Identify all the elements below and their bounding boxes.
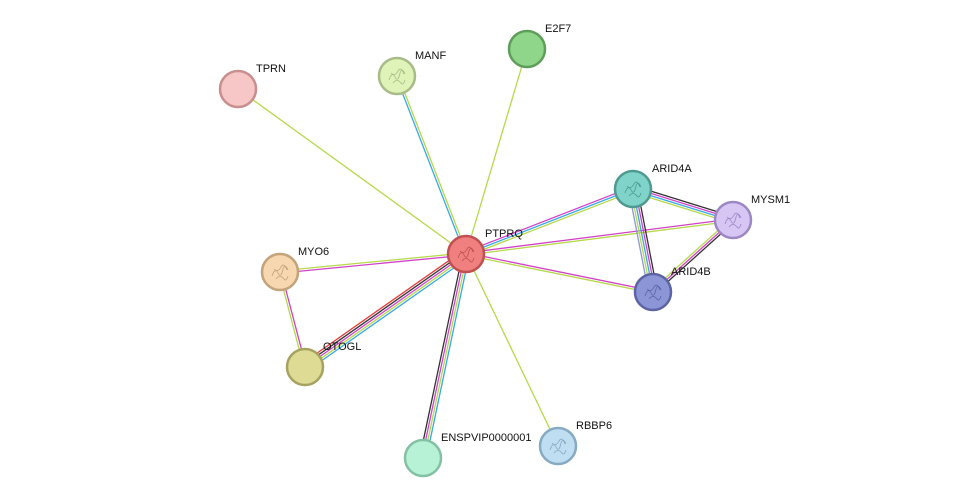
node-arid4a[interactable]: ARID4A — [613, 163, 692, 209]
node-e2f7[interactable]: E2F7 — [507, 23, 571, 69]
edge-ptprq-otogl[interactable] — [302, 249, 469, 372]
node-label: OTOGL — [323, 341, 361, 353]
node-label: ARID4A — [652, 163, 692, 175]
node-tprn[interactable]: TPRN — [218, 63, 286, 109]
node-myo6[interactable]: MYO6 — [260, 246, 329, 292]
edge-evidence-line — [465, 254, 653, 294]
node-label: ARID4B — [671, 266, 711, 278]
node-circle[interactable] — [713, 200, 753, 240]
protein-structure-icon — [271, 264, 289, 281]
node-label: MANF — [415, 50, 446, 62]
node-circle[interactable] — [218, 69, 258, 109]
edge-evidence-line — [395, 76, 466, 255]
edge-ptprq-manf[interactable] — [395, 75, 468, 255]
edges-layer — [237, 48, 735, 459]
edge-evidence-line — [465, 48, 528, 255]
edge-evidence-line — [423, 254, 468, 459]
edge-evidence-line — [237, 88, 467, 255]
node-circle[interactable] — [538, 426, 578, 466]
node-circle[interactable] — [633, 272, 673, 312]
protein-structure-icon — [457, 246, 475, 263]
edge-evidence-line — [303, 251, 466, 366]
edge-ptprq-tprn[interactable] — [237, 88, 467, 255]
edge-evidence-line — [421, 253, 466, 458]
node-label: MYSM1 — [751, 194, 790, 206]
edge-evidence-line — [465, 218, 733, 254]
node-mysm1[interactable]: MYSM1 — [713, 194, 790, 240]
edge-ptprq-rbbp6[interactable] — [465, 253, 559, 447]
edge-evidence-line — [419, 253, 464, 458]
node-label: TPRN — [256, 63, 286, 75]
node-circle[interactable] — [403, 438, 443, 478]
edge-evidence-line — [425, 254, 470, 459]
protein-structure-icon — [388, 68, 406, 85]
edge-evidence-line — [280, 254, 467, 274]
protein-structure-icon — [724, 212, 742, 229]
node-manf[interactable]: MANF — [377, 50, 446, 96]
edge-evidence-line — [465, 188, 634, 255]
edge-ptprq-arid4a[interactable] — [464, 186, 635, 257]
edge-evidence-line — [464, 186, 633, 253]
node-circle[interactable] — [377, 56, 417, 96]
edge-ptprq-mysm1[interactable] — [465, 218, 734, 256]
protein-structure-icon — [549, 438, 567, 455]
node-ptprq[interactable]: PTPRQ — [446, 228, 523, 274]
node-label: E2F7 — [545, 23, 571, 35]
edge-ptprq-myo6[interactable] — [279, 252, 467, 274]
edge-ptprq-e2f7[interactable] — [465, 48, 528, 255]
protein-structure-icon — [644, 284, 662, 301]
node-label: PTPRQ — [485, 228, 523, 240]
edge-evidence-line — [307, 257, 469, 372]
node-label: MYO6 — [298, 246, 329, 258]
node-arid4b[interactable]: ARID4B — [633, 266, 711, 312]
edge-evidence-line — [466, 252, 654, 292]
edge-evidence-line — [466, 190, 635, 257]
node-enspvip[interactable]: ENSPVIP0000001 — [403, 432, 532, 478]
edge-evidence-line — [302, 249, 464, 364]
node-circle[interactable] — [260, 252, 300, 292]
node-circle[interactable] — [446, 234, 486, 274]
edge-evidence-line — [305, 255, 468, 370]
edge-ptprq-enspvip[interactable] — [419, 253, 470, 459]
node-label: RBBP6 — [576, 420, 612, 432]
edge-evidence-line — [304, 253, 467, 368]
node-circle[interactable] — [507, 29, 547, 69]
edge-ptprq-arid4b[interactable] — [465, 252, 654, 294]
edge-evidence-line — [466, 220, 734, 256]
protein-structure-icon — [624, 181, 642, 198]
node-label: ENSPVIP0000001 — [441, 432, 532, 444]
node-otogl[interactable]: OTOGL — [285, 341, 361, 387]
node-rbbp6[interactable]: RBBP6 — [538, 420, 612, 466]
edge-evidence-line — [465, 253, 559, 447]
edge-evidence-line — [397, 75, 468, 254]
node-circle[interactable] — [613, 169, 653, 209]
edge-evidence-line — [279, 252, 466, 272]
node-circle[interactable] — [285, 347, 325, 387]
